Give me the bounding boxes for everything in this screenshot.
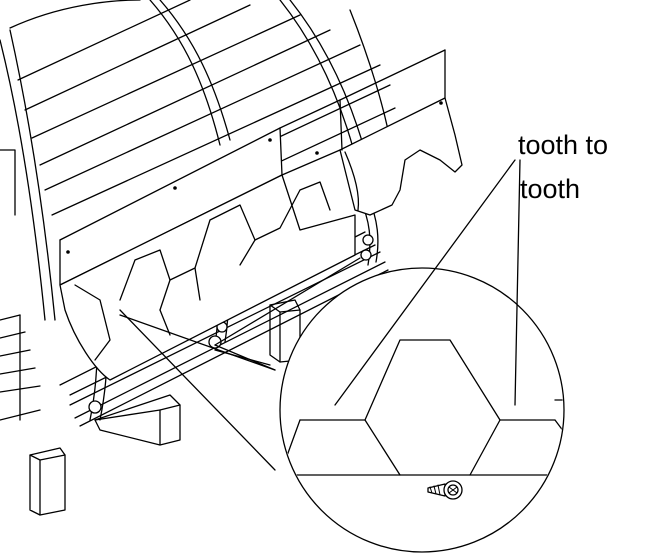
callout-leader-left — [334, 159, 516, 406]
leader-line — [214, 257, 361, 346]
strap-screw-icon — [362, 234, 374, 246]
leader-line — [119, 309, 276, 471]
pointer-line — [119, 314, 276, 371]
front-shingle-panel — [59, 127, 356, 381]
pointer-line — [214, 349, 271, 366]
callout-line-2: tooth — [520, 174, 580, 204]
rear-shingle-panel — [279, 49, 463, 216]
strap-screw-icon — [360, 249, 372, 261]
magnifier-circle — [279, 267, 565, 553]
tooth-to-tooth-callout: tooth to tooth — [334, 130, 608, 406]
screw-icon — [427, 480, 463, 500]
bench — [0, 314, 41, 421]
strap-screw-icon — [88, 400, 102, 414]
callout-line-1: tooth to — [518, 130, 608, 160]
callout-leader-right — [514, 159, 521, 406]
